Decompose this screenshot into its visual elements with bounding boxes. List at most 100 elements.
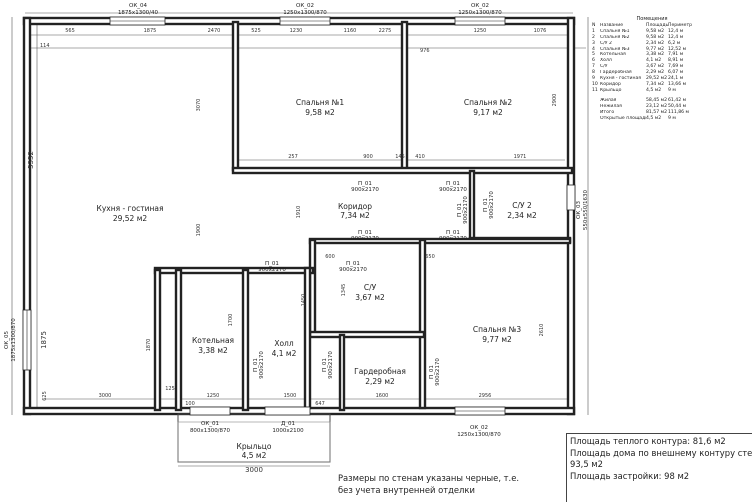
- dim-600: 600: [325, 254, 335, 260]
- room-wardrobe-name: Гардеробная: [354, 367, 406, 376]
- legend-cell: 9,58 м2: [646, 28, 665, 34]
- room-boiler-name: Котельная: [192, 336, 234, 345]
- room-porch-area: 4,5 м2: [242, 451, 267, 460]
- dim-3070: 3070: [196, 99, 202, 112]
- ok02b-size: 1250х1300/870: [458, 10, 502, 16]
- legend-cell: 61,42 м: [668, 97, 687, 103]
- dim-114: 114: [40, 43, 50, 49]
- legend-cell: 2: [592, 34, 595, 40]
- p01h-size: 900х2170: [259, 351, 265, 379]
- dim-1700: 1700: [228, 314, 234, 327]
- summary-outer-area-label: Площадь дома по внешнему контуру стен: [570, 447, 752, 458]
- dim-625: 625: [42, 391, 48, 401]
- legend-cell: 7,91 м: [668, 52, 684, 58]
- legend-header-perimeter: Периметр: [668, 22, 693, 28]
- legend-cell: 2,34 м2: [646, 40, 665, 46]
- room-bed3-name: Спальня №3: [473, 325, 522, 334]
- dim-1250b: 1250: [207, 393, 220, 399]
- p01g-name: П_01: [483, 198, 489, 212]
- legend-cell: 29,52 м2: [646, 76, 667, 82]
- room-corridor-area: 7,34 м2: [340, 211, 370, 220]
- legend-cell: 4: [592, 46, 595, 52]
- inner-walls: [153, 20, 574, 463]
- legend-header-name: Название: [600, 22, 624, 28]
- legend-cell: 9,77 м2: [646, 46, 665, 52]
- d01-size: 1000х2100: [272, 428, 304, 434]
- dim-1230: 1230: [290, 28, 303, 34]
- p01i-size: 900х2170: [328, 351, 334, 379]
- legend-cell: Гардеробная: [600, 70, 632, 76]
- legend-cell: 13,66 м: [668, 81, 687, 87]
- note-line-1: Размеры по стенам указаны черные, т.е.: [338, 473, 520, 483]
- legend-cell: 12,4 м: [668, 34, 684, 40]
- dim-1076: 1076: [534, 28, 547, 34]
- note-line-2: без учета внутренней отделки: [338, 485, 475, 495]
- legend-cell: 11: [592, 87, 598, 93]
- dim-410: 410: [415, 154, 425, 160]
- dimension-values: 565 1875 114 2470 525 1230 1160 2275 976…: [27, 28, 558, 474]
- ok05-size: 1875х1300/870: [11, 318, 17, 362]
- dim-2900: 2900: [552, 94, 558, 107]
- room-corridor-name: Коридор: [338, 202, 372, 211]
- legend-cell: 6,07 м: [668, 70, 684, 76]
- legend-cell: 9: [592, 76, 595, 82]
- legend-cell: 3,38 м2: [646, 52, 665, 58]
- dim-100: 100: [185, 401, 195, 407]
- dim-1900: 1900: [196, 224, 202, 237]
- legend-cell: 7,69 м: [668, 64, 684, 70]
- legend-cell: Котельная: [600, 52, 626, 58]
- legend-cell: Холл: [600, 58, 612, 64]
- dim-1450: 1450: [301, 294, 307, 307]
- legend-cell: 9,58 м2: [646, 34, 665, 40]
- dim-647: 647: [315, 401, 325, 407]
- room-labels: Кухня - гостиная 29,52 м2 Спальня №1 9,5…: [97, 98, 537, 460]
- dim-125: 125: [165, 386, 175, 392]
- p01e-size: 900х2170: [258, 267, 286, 273]
- legend-cell: 111,86 м: [668, 109, 689, 115]
- legend-cell: 8,91 м: [668, 58, 684, 64]
- legend-cell: 4,5 м2: [646, 115, 662, 121]
- room-hall-area: 4,1 м2: [272, 349, 297, 358]
- legend-cell: 8: [592, 70, 595, 76]
- p01e-name: П_01: [265, 261, 279, 267]
- legend-cell: Итого: [600, 109, 615, 115]
- legend-header-row: N Название Площадь Периметр: [592, 23, 692, 29]
- p01c-size: 900х2170: [351, 236, 379, 242]
- ok04-name: ОК_04: [129, 3, 147, 9]
- room-kitchen-area: 29,52 м2: [113, 214, 148, 223]
- room-bath2-name: С/У 2: [512, 201, 532, 210]
- d01-name: Д_01: [281, 421, 295, 427]
- legend-cell: 6: [592, 58, 595, 64]
- opening-labels: ОК_04 1875х1300/40 ОК_02 1250х1300/870 О…: [4, 3, 589, 438]
- legend-cell: Спальня №2: [600, 34, 630, 40]
- legend-cell: Нежилая: [600, 103, 622, 109]
- legend-cell: 23,12 м2: [646, 103, 667, 109]
- legend-cell: 9 м: [668, 115, 676, 121]
- legend-cell: Кухня - гостиная: [600, 76, 642, 82]
- legend-cell: 2,29 м2: [646, 70, 665, 76]
- legend-cell: С/У 2: [600, 40, 612, 46]
- legend-cell: 4,5 м2: [646, 87, 662, 93]
- legend-cell: 7,34 м2: [646, 81, 665, 87]
- legend-cell: 12,4 м: [668, 28, 684, 34]
- dim-2275: 2275: [379, 28, 392, 34]
- p01b-name: П_01: [446, 181, 460, 187]
- ok02c-size: 1250х1300/870: [457, 432, 501, 438]
- p01j-size: 900х2170: [435, 358, 441, 386]
- dim-1600: 1600: [376, 393, 389, 399]
- dim-525: 525: [251, 28, 261, 34]
- dimensions-note: Размеры по стенам указаны черные, т.е. б…: [338, 472, 519, 496]
- legend-cell: 3: [592, 40, 595, 46]
- legend-title: Помещения: [636, 16, 668, 22]
- ok02a-size: 1250х1300/870: [283, 10, 327, 16]
